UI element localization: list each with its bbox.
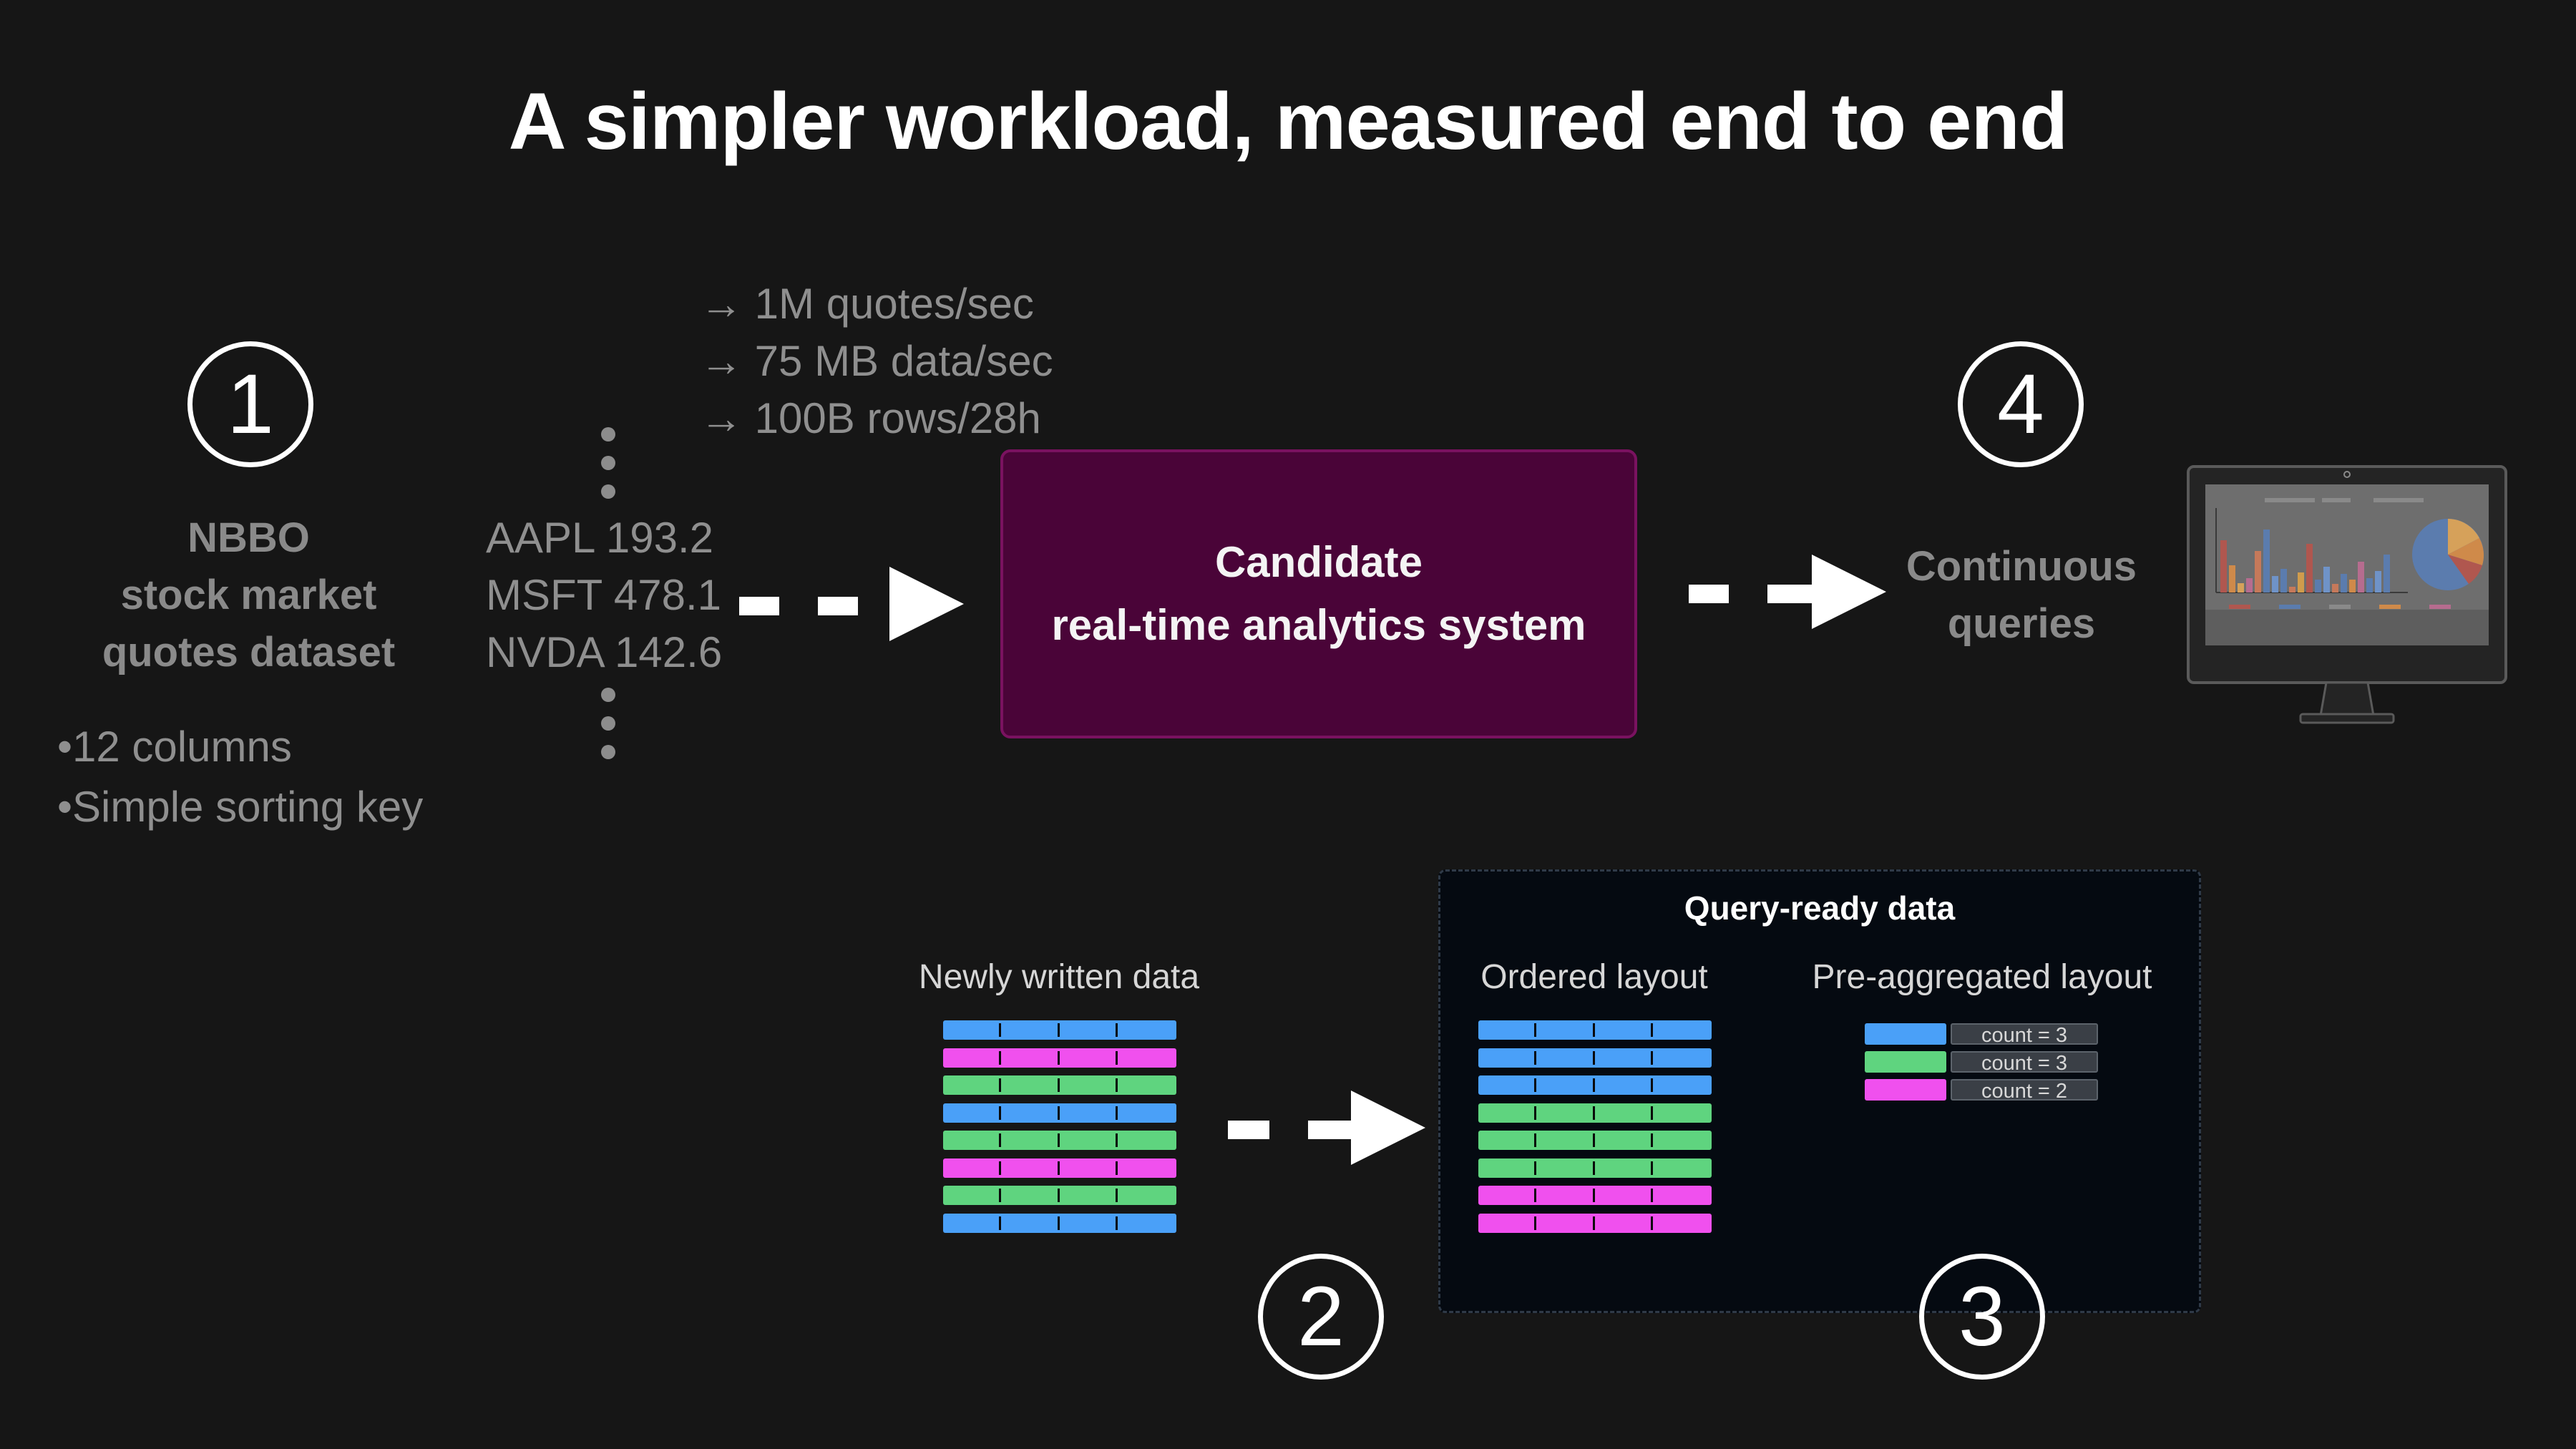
quote-line: NVDA 142.6 [486, 628, 723, 676]
ellipsis-dot [601, 688, 615, 702]
step-4-number: 4 [1997, 357, 2044, 452]
step-3-number: 3 [1958, 1269, 2006, 1364]
data-row [1478, 1158, 1712, 1178]
preagg-layout-label: Pre-aggregated layout [1812, 958, 2152, 996]
rate-line: → 1M quotes/sec [700, 280, 1034, 328]
preagg-layout-rows: count = 3 count = 3 count = 2 [1865, 1023, 2101, 1109]
dataset-label: NBBO stock market quotes dataset [29, 509, 469, 681]
data-row [943, 1020, 1176, 1040]
data-row [943, 1131, 1176, 1150]
quote-list: AAPL 193.2 MSFT 478.1 NVDA 142.6 [486, 509, 786, 681]
queries-label: Continuous queries [1832, 538, 2211, 653]
data-row [943, 1048, 1176, 1068]
candidate-line-1: Candidate [1214, 538, 1423, 586]
preagg-count: count = 2 [1951, 1079, 2098, 1102]
preagg-color-swatch [1865, 1079, 1946, 1101]
queries-line-1: Continuous [1906, 543, 2137, 590]
data-row [1478, 1103, 1712, 1123]
dataset-line-1: NBBO [187, 514, 310, 561]
ordered-layout-rows [1478, 1020, 1712, 1235]
step-1-badge: 1 [187, 341, 313, 467]
data-row [943, 1158, 1176, 1178]
preagg-count: count = 3 [1951, 1051, 2098, 1074]
dataset-bullets: •12 columns •Simple sorting key [57, 717, 501, 837]
step-1-number: 1 [227, 357, 274, 452]
rate-list: → 1M quotes/sec → 75 MB data/sec → 100B … [700, 275, 1201, 447]
dashboard-monitor-icon [2186, 465, 2508, 726]
candidate-system-box: Candidate real-time analytics system [1000, 449, 1637, 738]
ellipsis-dot [601, 456, 615, 470]
bullet-item: •12 columns [57, 723, 292, 771]
newly-written-label: Newly written data [918, 958, 1200, 996]
dataset-line-2: stock market [120, 572, 377, 618]
dataset-line-3: quotes dataset [102, 629, 396, 675]
data-row [1478, 1075, 1712, 1095]
ordered-layout-label: Ordered layout [1480, 958, 1708, 996]
step-4-badge: 4 [1958, 341, 2084, 467]
data-row [1478, 1048, 1712, 1068]
preagg-color-swatch [1865, 1051, 1946, 1073]
dashed-arrow-icon [1228, 1091, 1435, 1169]
data-row [1478, 1186, 1712, 1205]
quote-line: AAPL 193.2 [486, 514, 714, 562]
newly-written-rows [943, 1020, 1176, 1235]
step-3-badge: 3 [1919, 1254, 2045, 1380]
preagg-color-swatch [1865, 1023, 1946, 1045]
ellipsis-dot [601, 745, 615, 759]
step-2-number: 2 [1297, 1269, 1345, 1364]
data-row [943, 1103, 1176, 1123]
slide-title: A simpler workload, measured end to end [508, 77, 2069, 166]
ellipsis-dot [601, 427, 615, 441]
queries-line-2: queries [1947, 600, 2096, 647]
dashed-arrow-icon [1689, 555, 1889, 633]
preagg-count: count = 3 [1951, 1023, 2098, 1046]
query-ready-title: Query-ready data [1684, 889, 1956, 927]
dashed-arrow-icon [739, 567, 965, 645]
data-row [1478, 1131, 1712, 1150]
quote-line: MSFT 478.1 [486, 571, 722, 619]
rate-line: → 100B rows/28h [700, 394, 1041, 442]
step-2-badge: 2 [1258, 1254, 1384, 1380]
data-row [943, 1186, 1176, 1205]
rate-line: → 75 MB data/sec [700, 337, 1053, 385]
bullet-item: •Simple sorting key [57, 783, 424, 831]
data-row [943, 1213, 1176, 1233]
data-row [1478, 1213, 1712, 1233]
data-row [943, 1075, 1176, 1095]
candidate-line-2: real-time analytics system [1051, 601, 1586, 649]
ellipsis-dot [601, 716, 615, 731]
data-row [1478, 1020, 1712, 1040]
ellipsis-dot [601, 484, 615, 499]
